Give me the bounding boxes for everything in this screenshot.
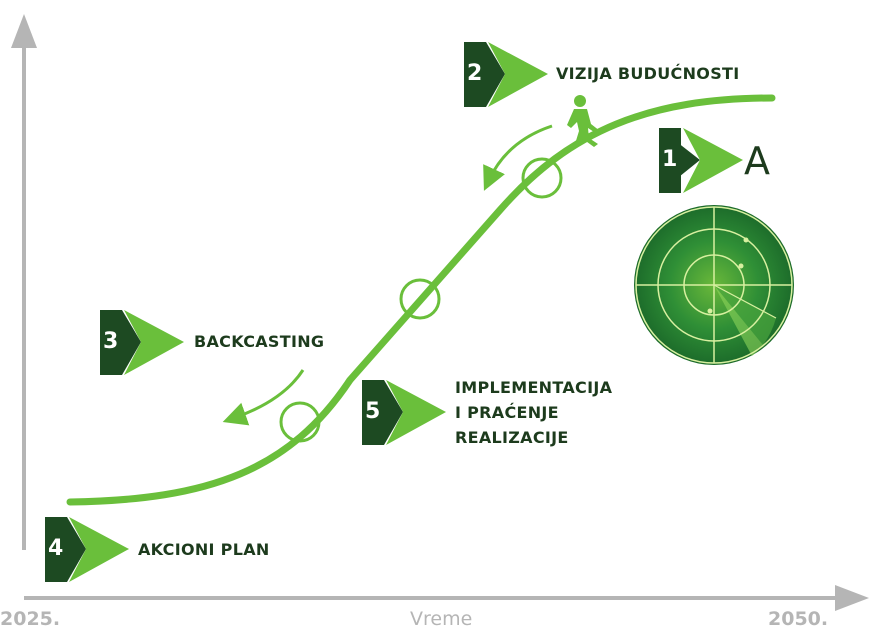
x-axis <box>24 585 869 611</box>
step-2-label: VIZIJA BUDUĆNOSTI <box>556 64 740 83</box>
milestone-circle <box>521 157 563 199</box>
x-axis-end-label: 2050. <box>768 608 829 630</box>
step-2-badge <box>464 42 548 107</box>
s-curve <box>66 94 776 506</box>
x-axis-title: Vreme <box>410 608 473 630</box>
step-2-number: 2 <box>467 61 483 86</box>
step-1-label: A <box>744 139 770 183</box>
step-3-badge <box>100 310 184 375</box>
step-5-label-line-1: IMPLEMENTACIJA <box>455 378 613 397</box>
y-axis <box>11 14 37 550</box>
walking-person-icon <box>567 95 600 147</box>
step-1-number: 1 <box>662 147 678 172</box>
step-5-number: 5 <box>365 399 381 424</box>
radar-icon <box>634 205 794 365</box>
step-4-badge <box>45 517 129 582</box>
step-1-badge <box>659 128 743 193</box>
backcast-arrow-upper <box>483 124 553 191</box>
backcast-arrow-lower <box>222 369 305 426</box>
step-3-number: 3 <box>103 329 119 354</box>
milestone-circle <box>279 401 321 443</box>
y-axis-arrow <box>11 14 37 48</box>
step-5-label-line-3: REALIZACIJE <box>455 428 569 447</box>
x-axis-arrow <box>835 585 869 611</box>
step-5-label-line-2: I PRAĆENJE <box>455 403 559 422</box>
step-4-label: AKCIONI PLAN <box>138 540 270 559</box>
step-5-badge <box>362 380 446 445</box>
milestone-circle <box>399 278 441 320</box>
step-4-number: 4 <box>48 536 64 561</box>
x-axis-start-label: 2025. <box>0 608 61 630</box>
step-3-label: BACKCASTING <box>194 332 325 351</box>
